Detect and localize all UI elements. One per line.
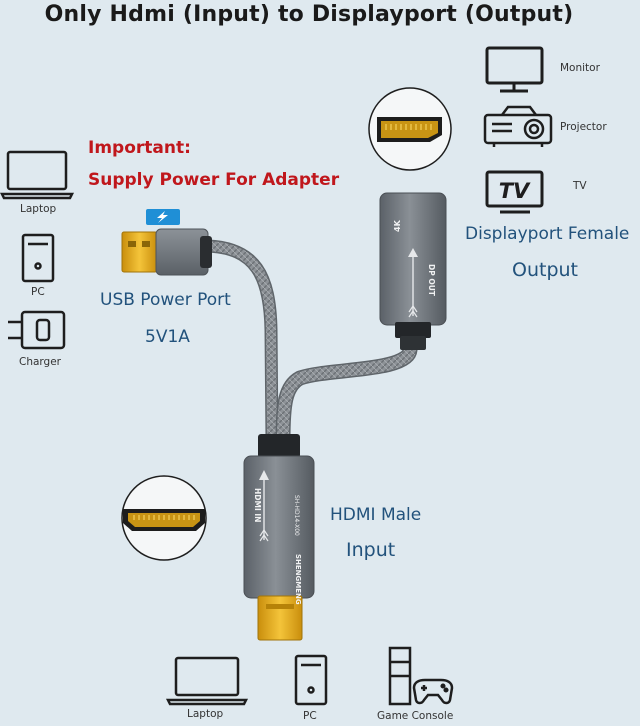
displayport-role-label: Output [512,259,578,281]
power-laptop-label: Laptop [20,203,57,215]
power-warning-message: Supply Power For Adapter [88,170,340,190]
hdmi-port-engraving: HDMI IN [253,488,262,522]
page-title: Only Hdmi (Input) to Displayport (Output… [44,2,574,27]
usb-power-spec: 5V1A [145,327,190,347]
power-pc-label: PC [31,286,45,298]
hdmi-role-label: Input [346,539,396,561]
lightning-badge-icon [146,209,180,225]
hdmi-brand-engraving: SHENGMENG [294,554,302,605]
hdmi-male-label: HDMI Male [330,505,422,525]
displayport-female-housing: 4K DP OUT [379,192,447,350]
game-console-label: Game Console [377,710,454,722]
displayport-female-label: Displayport Female [465,224,630,244]
pc-tower-icon [21,233,55,283]
monitor-label: Monitor [560,62,600,74]
hdmi-male-housing: HDMI IN SH-HD14-X00 SHENGMENG [243,434,315,641]
charger-label: Charger [19,356,61,368]
game-console-icon [388,646,454,706]
input-laptop-label: Laptop [187,708,224,720]
braided-cable [201,239,418,448]
input-pc-label: PC [303,710,317,722]
monitor-icon [485,46,544,93]
dp-resolution-engraving: 4K [393,219,402,232]
usb-a-plug [121,228,212,276]
hdmi-port-closeup [121,475,207,561]
tv-screen-text: TV [499,179,531,203]
important-heading: Important: [88,138,191,158]
projector-label: Projector [560,121,607,133]
laptop-icon [0,150,75,200]
hdmi-model-engraving: SH-HD14-X00 [293,495,300,536]
displayport-port-closeup [368,87,452,171]
tv-icon: TV [485,170,544,214]
usb-power-port-label: USB Power Port [100,290,231,310]
projector-icon [483,105,553,147]
charger-icon [8,310,66,350]
tv-label: TV [573,180,587,192]
pc-tower-icon [294,654,328,706]
dp-port-engraving: DP OUT [427,264,436,297]
laptop-icon [165,656,249,706]
